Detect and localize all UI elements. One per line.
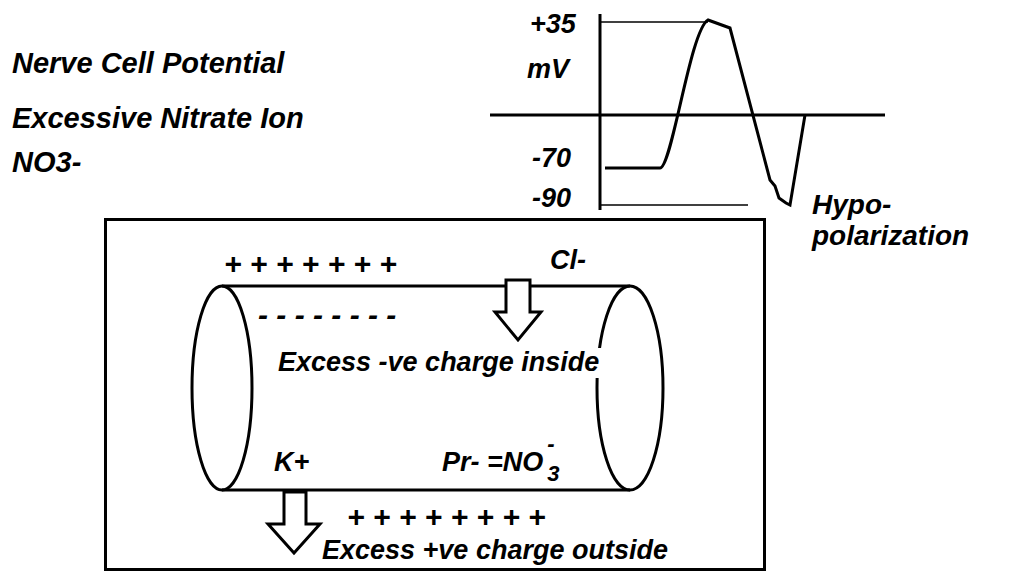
action-potential-curve — [605, 20, 805, 205]
chloride-arrow — [495, 280, 541, 340]
ion-label: Cl- — [548, 246, 588, 276]
subtitle-text: Excessive Nitrate Ion — [12, 103, 304, 135]
axis-value: +35 — [530, 10, 576, 40]
outer-frame: + + + + + + + Cl- - - - - - - - - Excess -v… — [104, 218, 766, 571]
callout-label: Hypo- polarization — [812, 190, 1007, 252]
axis-value: -70 — [532, 144, 571, 174]
ion-label: K+ — [272, 448, 311, 478]
ion-text: NO3- — [12, 147, 81, 179]
charge-signs: + + + + + + + — [222, 247, 399, 280]
potassium-arrow — [268, 492, 320, 553]
cylinder-top — [222, 285, 630, 288]
subscript: 3 — [545, 462, 561, 486]
charge-note: Excess -ve charge inside — [276, 348, 601, 378]
voltage-axis — [599, 14, 602, 210]
charge-note: Excess +ve charge outside — [320, 536, 670, 566]
time-axis — [490, 114, 885, 117]
peak-level-line — [600, 21, 708, 23]
hyperpolarization-level-line — [600, 204, 748, 206]
ion-label: Pr- =NO — [440, 448, 545, 478]
charge-signs: - - - - - - - - — [256, 298, 398, 331]
cylinder-right-end — [597, 286, 663, 490]
cylinder-left-end — [192, 286, 252, 490]
charge-signs: + + + + + + + + — [345, 500, 548, 533]
superscript: - — [545, 432, 556, 456]
axis-unit: mV — [527, 55, 569, 85]
title-text: Nerve Cell Potential — [12, 48, 284, 80]
axis-value: -90 — [532, 184, 571, 214]
